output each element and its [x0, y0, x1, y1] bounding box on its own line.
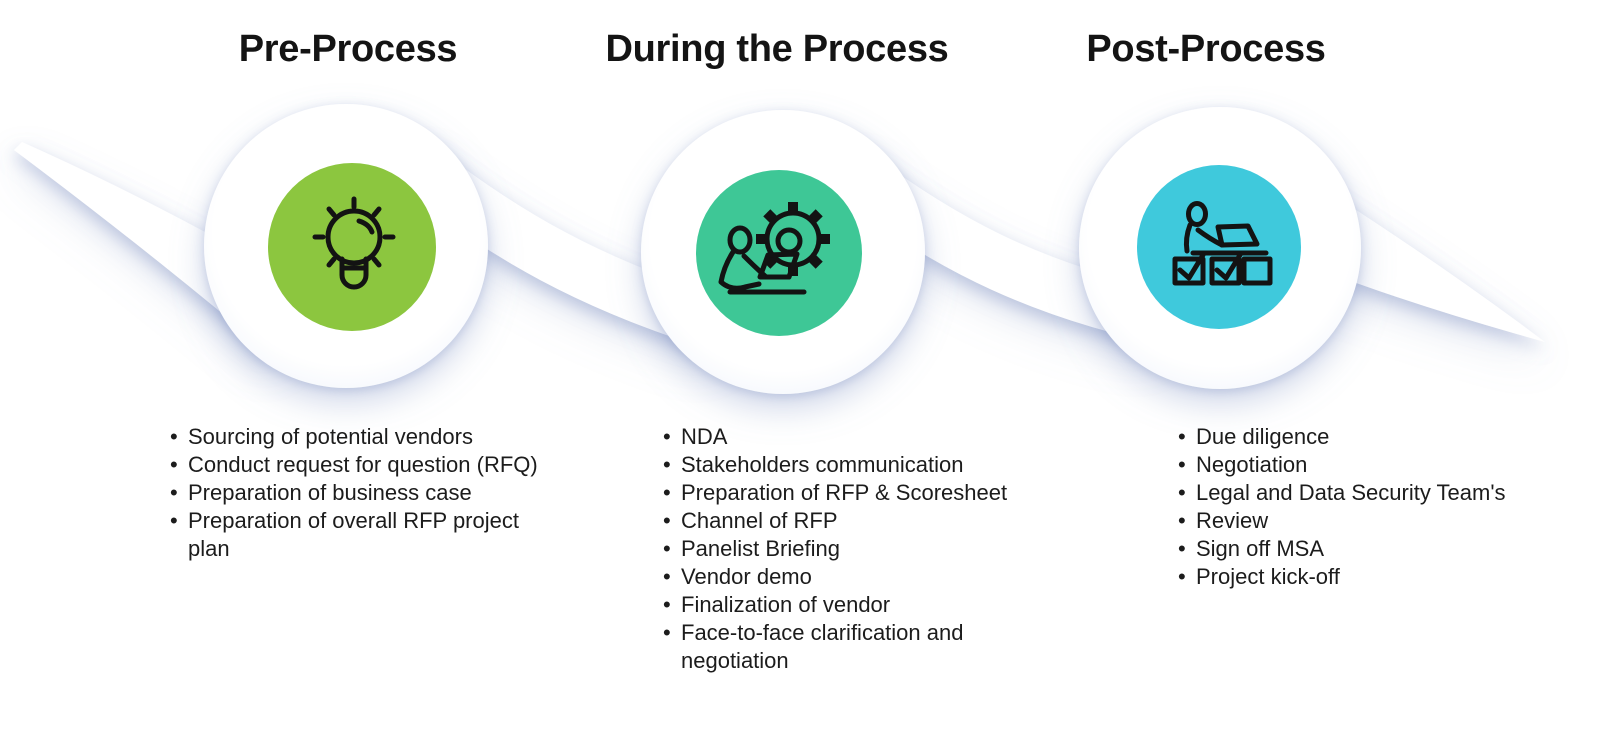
phase-title-during-process: During the Process [605, 28, 949, 70]
list-item: Legal and Data Security Team's [1178, 479, 1570, 507]
list-item: Preparation of overall RFP project plan [170, 507, 542, 563]
phase-circle-1 [268, 163, 436, 331]
list-item: Channel of RFP [663, 507, 1015, 535]
list-item: Sign off MSA [1178, 535, 1570, 563]
lightbulb-icon [312, 196, 396, 290]
phase-list-pre-process: Sourcing of potential vendors Conduct re… [170, 423, 542, 563]
list-item: Conduct request for question (RFQ) [170, 451, 542, 479]
list-item: Finalization of vendor [663, 591, 1015, 619]
list-item: NDA [663, 423, 1015, 451]
list-item: Negotiation [1178, 451, 1570, 479]
list-item: Sourcing of potential vendors [170, 423, 542, 451]
phase-list-post-process: Due diligence Negotiation Legal and Data… [1178, 423, 1570, 591]
list-item: Vendor demo [663, 563, 1015, 591]
list-item: Panelist Briefing [663, 535, 1015, 563]
list-item: Stakeholders communication [663, 451, 1015, 479]
list-item: Review [1178, 507, 1570, 535]
list-item: Due diligence [1178, 423, 1570, 451]
phase-title-post-process: Post-Process [1086, 28, 1326, 70]
phase-title-pre-process: Pre-Process [238, 28, 458, 70]
checklist-person-icon [1172, 201, 1273, 286]
list-item: Preparation of business case [170, 479, 542, 507]
list-item: Preparation of RFP & Scoresheet [663, 479, 1015, 507]
teamwork-gear-icon [718, 202, 830, 295]
phase-circle-3 [1137, 165, 1301, 329]
list-item: Face-to-face clarification and negotiati… [663, 619, 1015, 675]
list-item: Project kick-off [1178, 563, 1570, 591]
phase-list-during-process: NDA Stakeholders communication Preparati… [663, 423, 1015, 675]
